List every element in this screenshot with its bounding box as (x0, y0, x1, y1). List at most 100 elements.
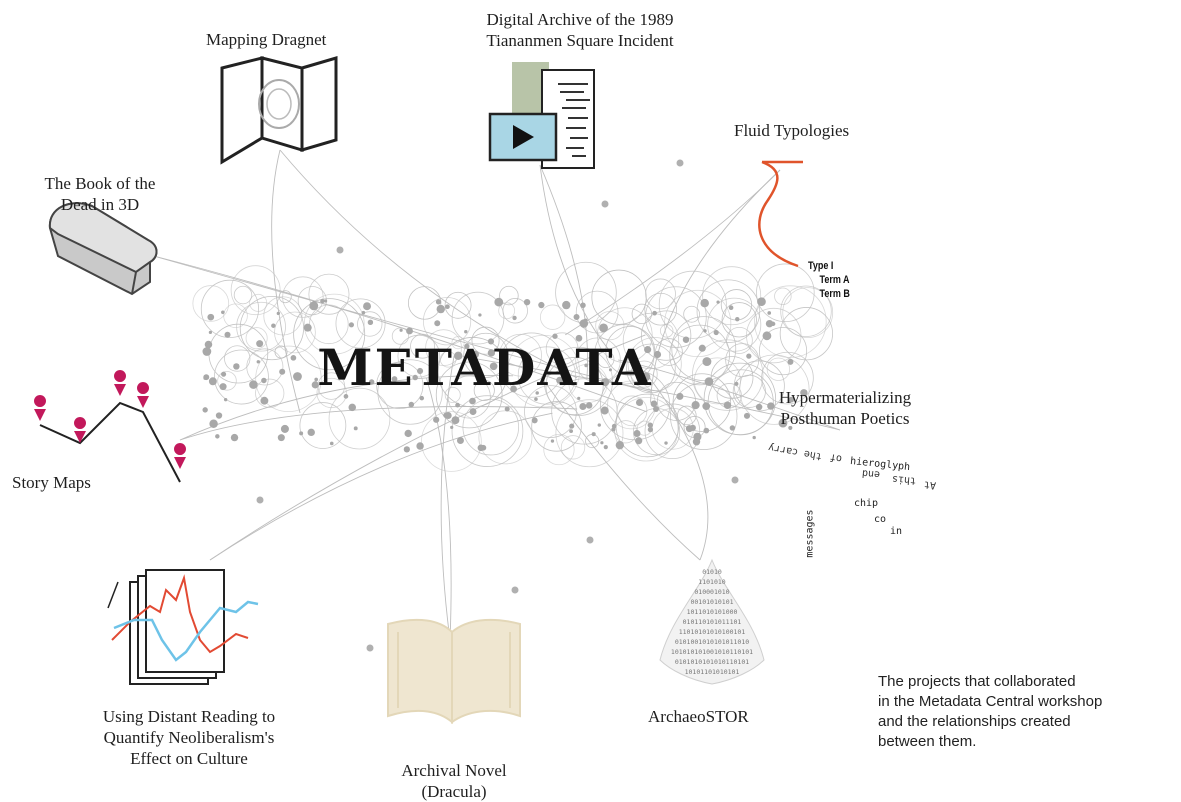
distant-reading-label: Using Distant Reading to Quantify Neolib… (78, 706, 300, 769)
network-node (329, 441, 334, 446)
network-node (454, 351, 463, 361)
network-loop (595, 311, 625, 341)
poem-word-in: in (890, 526, 903, 537)
figure-caption: The projects that collaborated in the Me… (878, 672, 1168, 752)
network-loop (779, 307, 833, 361)
tiananmen-label-line1: Digital Archive of the 1989 (486, 10, 674, 29)
network-node (693, 432, 702, 441)
network-node (652, 405, 660, 413)
network-loop (397, 334, 441, 378)
network-node (280, 424, 289, 433)
network-node (277, 434, 285, 442)
network-node (436, 304, 445, 314)
network-node (249, 380, 258, 389)
distant-reading-chart-icon (107, 569, 259, 685)
term-a-label: Term A (819, 274, 850, 286)
metadata-title: METADATA (317, 338, 653, 397)
network-loop (192, 285, 230, 322)
network-node (579, 402, 587, 411)
network-node (221, 371, 227, 377)
network-node (676, 159, 684, 167)
network-node (767, 311, 772, 315)
network-edge (462, 356, 841, 431)
network-node (755, 403, 763, 411)
network-loop (463, 332, 509, 378)
network-node (256, 496, 264, 504)
network-node (276, 311, 281, 316)
network-node (647, 426, 654, 433)
network-node (611, 423, 617, 429)
network-edge (650, 169, 781, 403)
network-node (691, 401, 700, 410)
network-loop (754, 285, 827, 358)
network-loop (543, 433, 575, 466)
network-loop (230, 265, 281, 316)
network-node (765, 319, 774, 328)
hypermaterializing-line1: Hypermaterializing (778, 388, 912, 407)
network-node (562, 300, 571, 310)
network-node (599, 323, 608, 333)
network-loop (693, 357, 741, 405)
network-node (299, 431, 304, 436)
network-loop (328, 387, 391, 450)
network-node (207, 313, 215, 321)
network-node (204, 340, 213, 349)
network-node (451, 416, 460, 425)
network-node (293, 373, 301, 381)
fluid-typologies-label: Fluid Typologies (734, 121, 850, 140)
svg-text:010110101011101: 010110101011101 (683, 618, 742, 626)
network-loop (447, 375, 491, 419)
network-loop (627, 337, 682, 392)
network-loop (732, 374, 766, 408)
network-loop (223, 303, 248, 329)
network-node (664, 441, 668, 445)
network-loop (669, 324, 730, 386)
network-node (464, 330, 468, 334)
network-loop (376, 361, 424, 410)
network-loop (630, 360, 658, 388)
book-of-dead-line2: Dead in 3D (60, 195, 140, 214)
network-loop (758, 327, 808, 376)
tiananmen-label-line2: Tiananmen Square Incident (486, 31, 674, 50)
network-loop (677, 405, 697, 426)
network-node (336, 246, 344, 254)
network-node (314, 377, 318, 382)
network-node (215, 412, 223, 419)
network-loop (597, 307, 653, 363)
network-node (433, 416, 440, 423)
network-node (538, 301, 545, 309)
network-node (416, 367, 424, 375)
network-loop (239, 295, 304, 361)
network-loop (425, 329, 462, 366)
network-loop (478, 410, 533, 465)
network-node (557, 357, 564, 365)
network-node (608, 368, 612, 372)
network-node (261, 377, 267, 384)
network-node (327, 354, 332, 358)
network-node (303, 323, 312, 332)
network-loop (707, 297, 762, 352)
caption-line1: The projects that collaborated (878, 673, 1076, 690)
network-node (487, 349, 496, 357)
network-loop (591, 269, 647, 325)
network-node (704, 377, 714, 386)
network-node (603, 444, 608, 450)
network-node (523, 298, 531, 306)
network-node (435, 299, 442, 305)
network-node (584, 363, 589, 368)
network-node (471, 350, 480, 359)
mapping-dragnet-label: Mapping Dragnet (206, 30, 327, 49)
network-node (702, 357, 712, 367)
network-node (348, 403, 357, 412)
distant-reading-line3: Effect on Culture (130, 749, 248, 768)
network-node (682, 336, 690, 343)
network-loop (422, 297, 472, 346)
network-node (615, 441, 624, 450)
network-node (685, 425, 693, 433)
map-pin-icon (174, 443, 187, 469)
network-node (445, 304, 450, 310)
network-loop (539, 304, 566, 330)
archival-novel-line2: (Dracula) (421, 782, 487, 801)
network-node (512, 315, 517, 321)
